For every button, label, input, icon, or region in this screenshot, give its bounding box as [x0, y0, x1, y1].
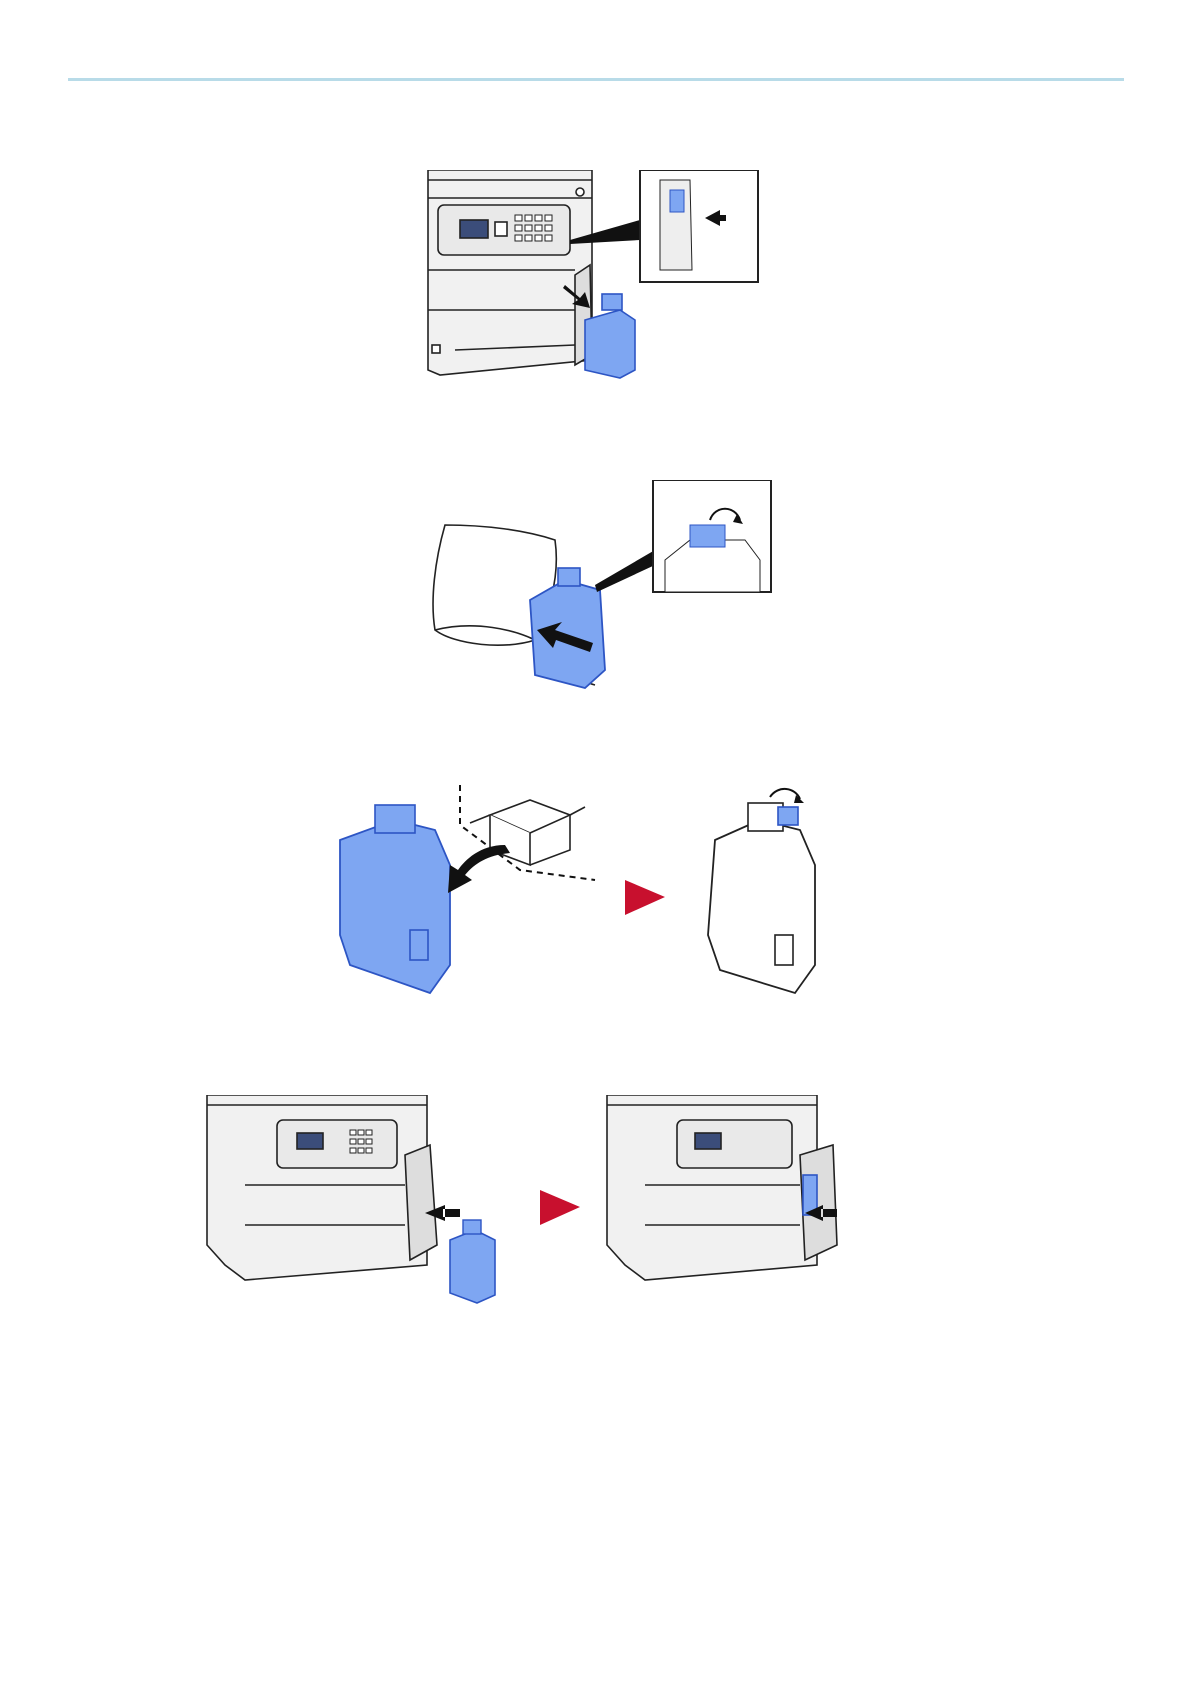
next-step-triangle-icon — [625, 880, 665, 915]
printer-icon — [428, 170, 592, 375]
printer-icon — [607, 1095, 837, 1280]
header-rule — [68, 78, 1124, 81]
figure-dispose-and-prepare-new — [330, 785, 870, 1000]
zoom-inset-icon — [640, 170, 758, 282]
printer-icon — [207, 1095, 437, 1280]
figure-remove-waste-toner-box — [420, 170, 780, 380]
cap-rotate-icon — [653, 480, 771, 592]
figure-insert-new-box — [205, 1095, 925, 1305]
cap-rotate-icon — [708, 789, 815, 993]
waste-toner-box-icon — [340, 805, 450, 993]
waste-toner-box-icon — [450, 1220, 495, 1303]
figure-bag-and-cap — [425, 480, 785, 695]
arrow-icon — [448, 845, 510, 893]
next-step-triangle-icon — [540, 1190, 580, 1225]
